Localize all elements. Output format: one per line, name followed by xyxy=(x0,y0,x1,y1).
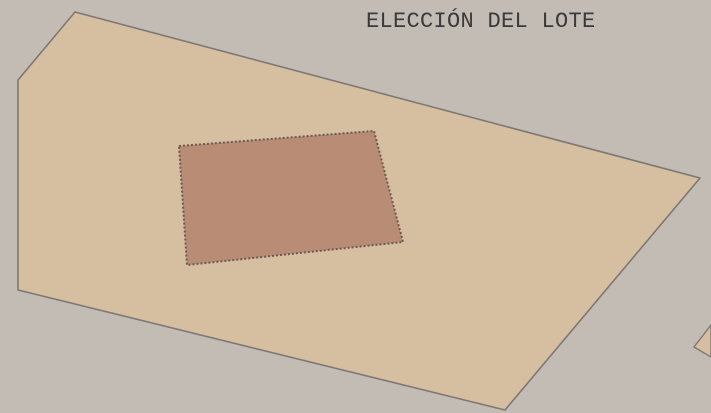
adjacent-parcel-fragment xyxy=(692,323,711,358)
selected-lot[interactable] xyxy=(177,129,405,267)
page-title: ELECCIÓN DEL LOTE xyxy=(366,9,596,34)
